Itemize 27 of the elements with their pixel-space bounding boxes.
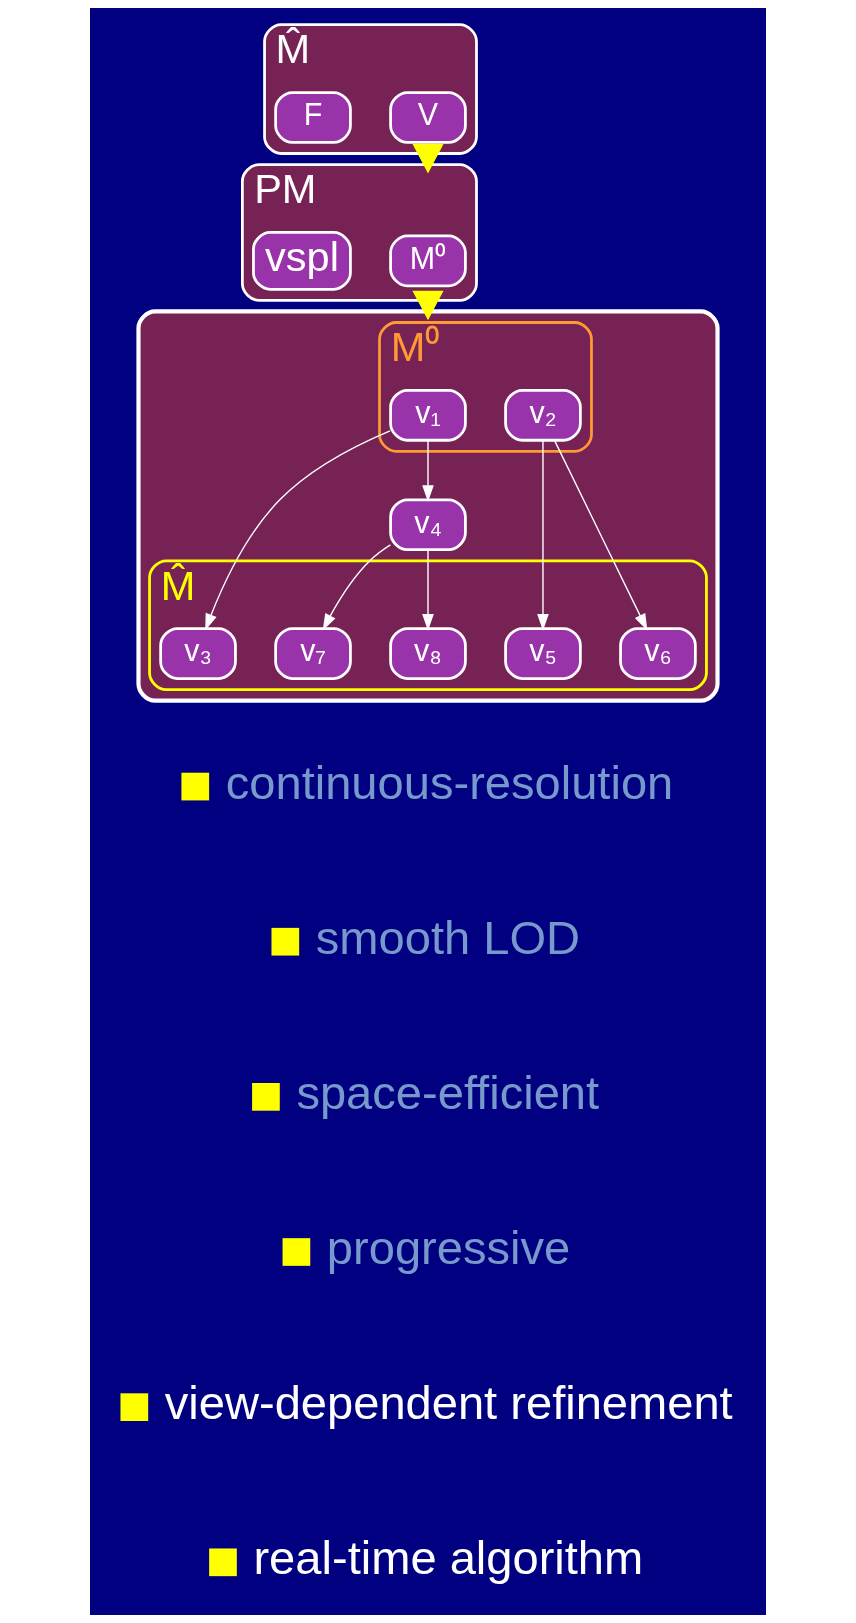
- arrow: [412, 143, 444, 174]
- label: real-time algorithm: [253, 1531, 644, 1585]
- node-box: v₇: [274, 627, 352, 680]
- node-box: vspl: [252, 231, 352, 291]
- arrow: [322, 544, 392, 631]
- arrow: [422, 439, 434, 502]
- node-box: v₈: [389, 627, 467, 680]
- node-box: F: [274, 91, 352, 144]
- node-box: v₄: [389, 498, 467, 552]
- node-box: M⁰: [389, 234, 467, 288]
- label: continuous-resolution: [225, 755, 674, 809]
- node-box: v₁: [389, 389, 467, 442]
- arrow: [537, 439, 549, 631]
- node-box: v₃: [159, 627, 237, 680]
- label: smooth LOD: [315, 910, 581, 964]
- arrow: [412, 290, 444, 321]
- label: view-dependent refinement: [164, 1376, 733, 1430]
- label: progressive: [326, 1221, 571, 1275]
- cluster: [136, 309, 720, 703]
- node-box: V: [389, 91, 467, 144]
- arrow: [205, 430, 391, 631]
- label: space-efficient: [296, 1065, 600, 1119]
- arrow: [553, 439, 648, 631]
- arrow: [422, 549, 434, 631]
- node-box: v₅: [504, 627, 582, 680]
- node-box: v₂: [504, 389, 582, 442]
- node-box: v₆: [619, 627, 697, 680]
